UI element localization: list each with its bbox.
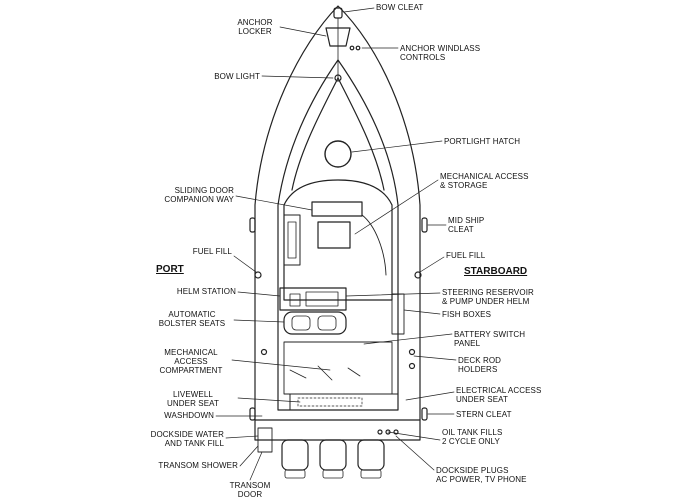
label-rod-holders: DECK ROD HOLDERS: [458, 356, 502, 374]
label-transom-door: TRANSOM DOOR: [229, 481, 271, 499]
label-bow-light: BOW LIGHT: [214, 72, 260, 81]
label-transom-shower: TRANSOM SHOWER: [158, 461, 238, 470]
label-stern-cleat: STERN CLEAT: [456, 410, 512, 419]
anchor-locker-shape: [325, 27, 351, 47]
bow-deck-line: [291, 77, 339, 191]
stern-seat-shape: [289, 393, 399, 411]
helm-station-shape: [279, 287, 347, 311]
label-fuel-fill-port: FUEL FILL: [192, 247, 232, 256]
bolster-seats-shape: [283, 311, 347, 335]
engine-2: [319, 439, 347, 471]
engine-1: [281, 439, 309, 471]
label-electrical-access: ELECTRICAL ACCESS UNDER SEAT: [456, 386, 542, 404]
label-steering-reservoir: STEERING RESERVOIR & PUMP UNDER HELM: [442, 288, 534, 306]
label-portlight-hatch: PORTLIGHT HATCH: [444, 137, 521, 146]
bow-cleat-shape: [333, 7, 343, 19]
label-anchor-locker: ANCHOR LOCKER: [237, 18, 273, 36]
label-washdown: WASHDOWN: [164, 411, 214, 420]
label-mid-ship-cleat: MID SHIP CLEAT: [448, 216, 485, 234]
label-helm-station: HELM STATION: [176, 287, 236, 296]
label-battery-switch-panel: BATTERY SWITCH PANEL: [454, 330, 526, 348]
label-starboard: STARBOARD: [464, 266, 528, 277]
label-anchor-windlass-controls: ANCHOR WINDLASS CONTROLS: [400, 44, 481, 62]
bow-light-shape: [334, 74, 342, 82]
leader-lines: [215, 7, 457, 481]
label-fuel-fill-starboard: FUEL FILL: [446, 251, 486, 260]
label-livewell: LIVEWELL UNDER SEAT: [167, 390, 219, 408]
label-bow-cleat: BOW CLEAT: [376, 3, 424, 12]
label-sliding-door: SLIDING DOOR COMPANION WAY: [164, 186, 234, 204]
outer-hull: [254, 5, 421, 421]
label-mechanical-access-storage: MECHANICAL ACCESS & STORAGE: [440, 172, 529, 190]
label-dockside-water: DOCKSIDE WATER AND TANK FILL: [150, 430, 224, 448]
label-port: PORT: [156, 264, 184, 275]
cabin-top: [283, 179, 393, 301]
fuel-fill-port-shape: [254, 271, 262, 279]
label-bolster-seats: AUTOMATIC BOLSTER SEATS: [158, 310, 226, 328]
label-oil-tank-fills: OIL TANK FILLS 2 CYCLE ONLY: [442, 428, 503, 446]
portlight-hatch-shape: [324, 140, 352, 168]
fuel-fill-starboard-shape: [414, 271, 422, 279]
label-fish-boxes: FISH BOXES: [442, 310, 492, 319]
label-mechanical-access-compartment: MECHANICAL ACCESS COMPARTMENT: [159, 348, 223, 375]
label-dockside-plugs: DOCKSIDE PLUGS AC POWER, TV PHONE: [436, 466, 527, 484]
engine-3: [357, 439, 385, 471]
